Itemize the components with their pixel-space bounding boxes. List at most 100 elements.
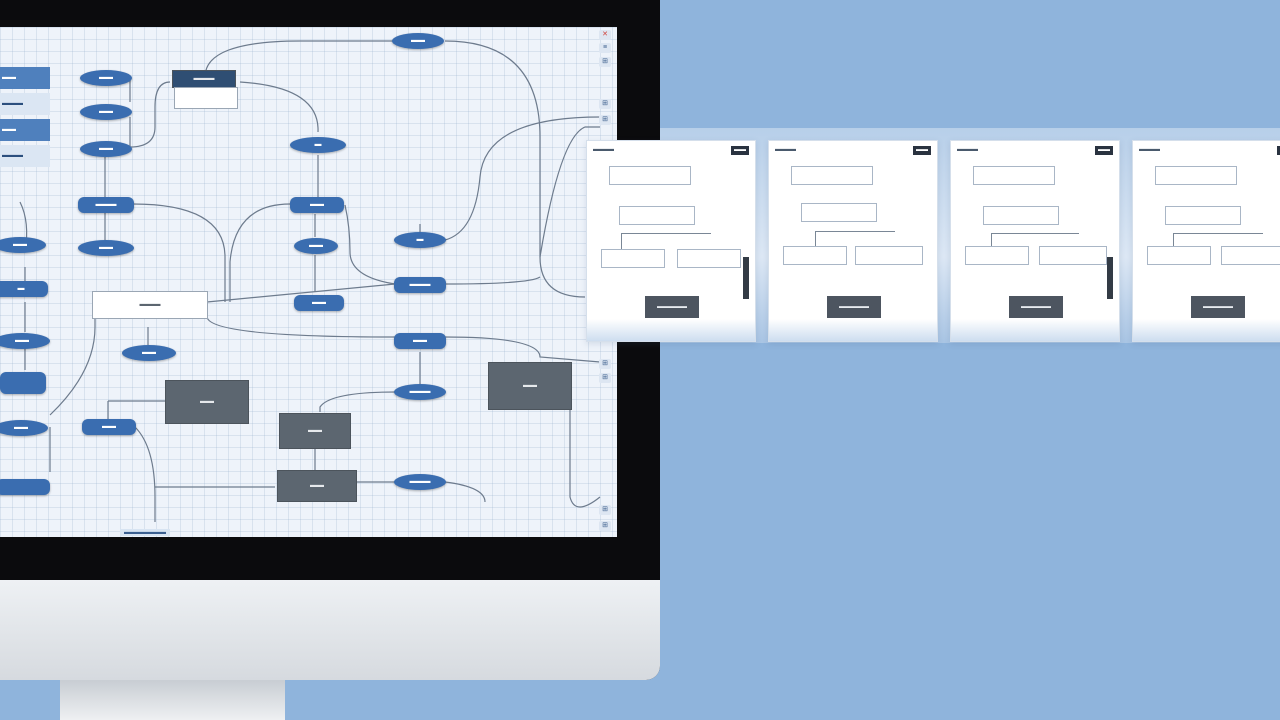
thumbnail-field (973, 166, 1055, 185)
thumbnail-scrollbar[interactable] (743, 257, 749, 299)
flow-node[interactable]: ▬ (0, 281, 48, 297)
process-box-outline[interactable] (174, 87, 238, 109)
thumbnail-fade (951, 319, 1119, 341)
monitor-chin (0, 580, 660, 680)
thumbnail-field (1039, 246, 1107, 265)
thumbnail-field (983, 206, 1059, 225)
flow-node[interactable]: ▬▬ (0, 333, 50, 349)
flow-node[interactable]: ▬▬ (78, 240, 134, 256)
connector (229, 203, 291, 302)
thumbnail-title: ▬▬▬ (1139, 146, 1160, 153)
grid-icon[interactable]: ⊞ (599, 57, 611, 67)
thumbnail-field (791, 166, 873, 185)
thumbnail-tag: ▬▬ (1277, 146, 1280, 155)
connector (319, 391, 396, 412)
flow-node[interactable]: ▬▬ (290, 197, 344, 213)
decision-node[interactable]: ▬ (290, 137, 346, 153)
flow-node[interactable]: ▬▬▬ (394, 277, 446, 293)
process-box[interactable]: ▬▬ (165, 380, 249, 424)
flow-node-block[interactable] (0, 479, 50, 495)
thumbnail-field (1147, 246, 1211, 265)
grid-icon[interactable]: ⊞ (599, 521, 611, 531)
side-panel-row[interactable]: ▬▬ (0, 119, 50, 141)
thumbnail-title: ▬▬▬ (957, 146, 978, 153)
thumbnail-field (965, 246, 1029, 265)
connector (344, 204, 396, 285)
grid-icon[interactable]: ⊞ (599, 359, 611, 369)
grid-icon[interactable]: ⊞ (599, 505, 611, 515)
menu-icon[interactable]: ≡ (599, 43, 611, 53)
connector (539, 126, 600, 258)
flow-node-block[interactable] (0, 372, 46, 394)
thumbnail-card[interactable]: ▬▬▬ ▬▬ ▬▬▬▬▬ (1132, 140, 1280, 342)
thumbnail-button[interactable]: ▬▬▬▬▬ (1009, 296, 1063, 318)
right-toolbar[interactable]: ✕ ≡ ⊞ ⊞ ⊞ ⊞ ⊞ ⊞ ⊞ (595, 27, 611, 537)
process-box[interactable]: ▬▬ (488, 362, 572, 410)
thumbnail-connector (991, 233, 992, 246)
thumbnail-button[interactable]: ▬▬▬▬▬ (645, 296, 699, 318)
connector (204, 40, 395, 78)
connector (239, 81, 319, 133)
connector (49, 302, 96, 416)
thumbnail-connector (815, 231, 895, 232)
thumbnail-tag: ▬▬ (913, 146, 931, 155)
process-box[interactable]: ▬▬ (277, 470, 357, 502)
thumbnail-field (801, 203, 877, 222)
process-box[interactable]: ▬▬▬ (172, 70, 236, 88)
thumbnail-card[interactable]: ▬▬▬ ▬▬ ▬▬▬▬▬ (768, 140, 938, 342)
connector (132, 203, 226, 302)
flow-node[interactable]: ▬▬ (80, 141, 132, 157)
flow-node[interactable]: ▬▬ (80, 70, 132, 86)
process-box[interactable]: ▬▬ (279, 413, 351, 449)
footer-tag: ▬▬▬▬▬▬ (120, 529, 170, 536)
thumbnail-connector (1173, 233, 1174, 246)
flow-node[interactable]: ▬▬▬ (78, 197, 134, 213)
flow-node[interactable]: ▬▬ (294, 238, 338, 254)
grid-icon[interactable]: ⊞ (599, 115, 611, 125)
connector (134, 426, 156, 522)
flow-node[interactable]: ▬▬ (392, 33, 444, 49)
flow-node[interactable]: ▬▬ (0, 237, 46, 253)
thumbnail-card[interactable]: ▬▬▬ ▬▬ ▬▬▬▬▬ (586, 140, 756, 342)
connector (206, 283, 396, 303)
flow-node[interactable]: ▬▬ (82, 419, 136, 435)
flow-node[interactable]: ▬ (394, 232, 446, 248)
flow-node[interactable]: ▬▬ (0, 420, 48, 436)
thumbnail-title: ▬▬▬ (593, 146, 614, 153)
process-box[interactable]: ▬▬▬ (92, 291, 208, 319)
side-panel-row[interactable]: ▬▬ (0, 67, 50, 89)
connector (444, 481, 486, 503)
flow-node[interactable]: ▬▬▬ (394, 474, 446, 490)
thumbnail-connector (621, 233, 711, 234)
connector (444, 116, 601, 241)
connector (206, 316, 396, 338)
side-panel-row[interactable]: ▬▬▬ (0, 145, 50, 167)
thumbnail-scrollbar[interactable] (1107, 257, 1113, 299)
thumbnail-fade (769, 319, 937, 341)
thumbnail-field (1221, 246, 1280, 265)
flow-node[interactable]: ▬▬ (80, 104, 132, 120)
flow-node[interactable]: ▬▬▬ (394, 384, 446, 400)
flow-node[interactable]: ▬▬ (394, 333, 446, 349)
flowchart-canvas[interactable]: ▬▬ ▬▬▬ ▬▬ ▬▬▬ ▬▬ ▬▬ ▬▬ ▬▬ ▬▬▬ ▬▬ ▬ ▬▬ ▬▬… (0, 27, 617, 537)
monitor-stand (60, 680, 285, 720)
grid-icon[interactable]: ⊞ (599, 99, 611, 109)
side-panel[interactable]: ▬▬ ▬▬▬ ▬▬ ▬▬▬ (0, 67, 50, 185)
side-panel-row[interactable]: ▬▬▬ (0, 93, 50, 115)
flow-node[interactable]: ▬▬ (294, 295, 344, 311)
thumbnail-fade (587, 319, 755, 341)
thumbnail-connector (815, 231, 816, 246)
thumbnail-connector (1173, 233, 1263, 234)
connector (444, 40, 586, 298)
thumbnail-button[interactable]: ▬▬▬▬▬ (1191, 296, 1245, 318)
close-icon[interactable]: ✕ (599, 30, 611, 40)
thumbnail-scrollbar[interactable] (925, 257, 931, 299)
connector (129, 81, 171, 148)
thumbnail-card[interactable]: ▬▬▬ ▬▬ ▬▬▬▬▬ (950, 140, 1120, 342)
flow-node[interactable]: ▬▬ (122, 345, 176, 361)
thumbnail-field (1165, 206, 1241, 225)
thumbnail-button[interactable]: ▬▬▬▬▬ (827, 296, 881, 318)
thumbnail-field (619, 206, 695, 225)
connector (569, 367, 601, 508)
grid-icon[interactable]: ⊞ (599, 373, 611, 383)
